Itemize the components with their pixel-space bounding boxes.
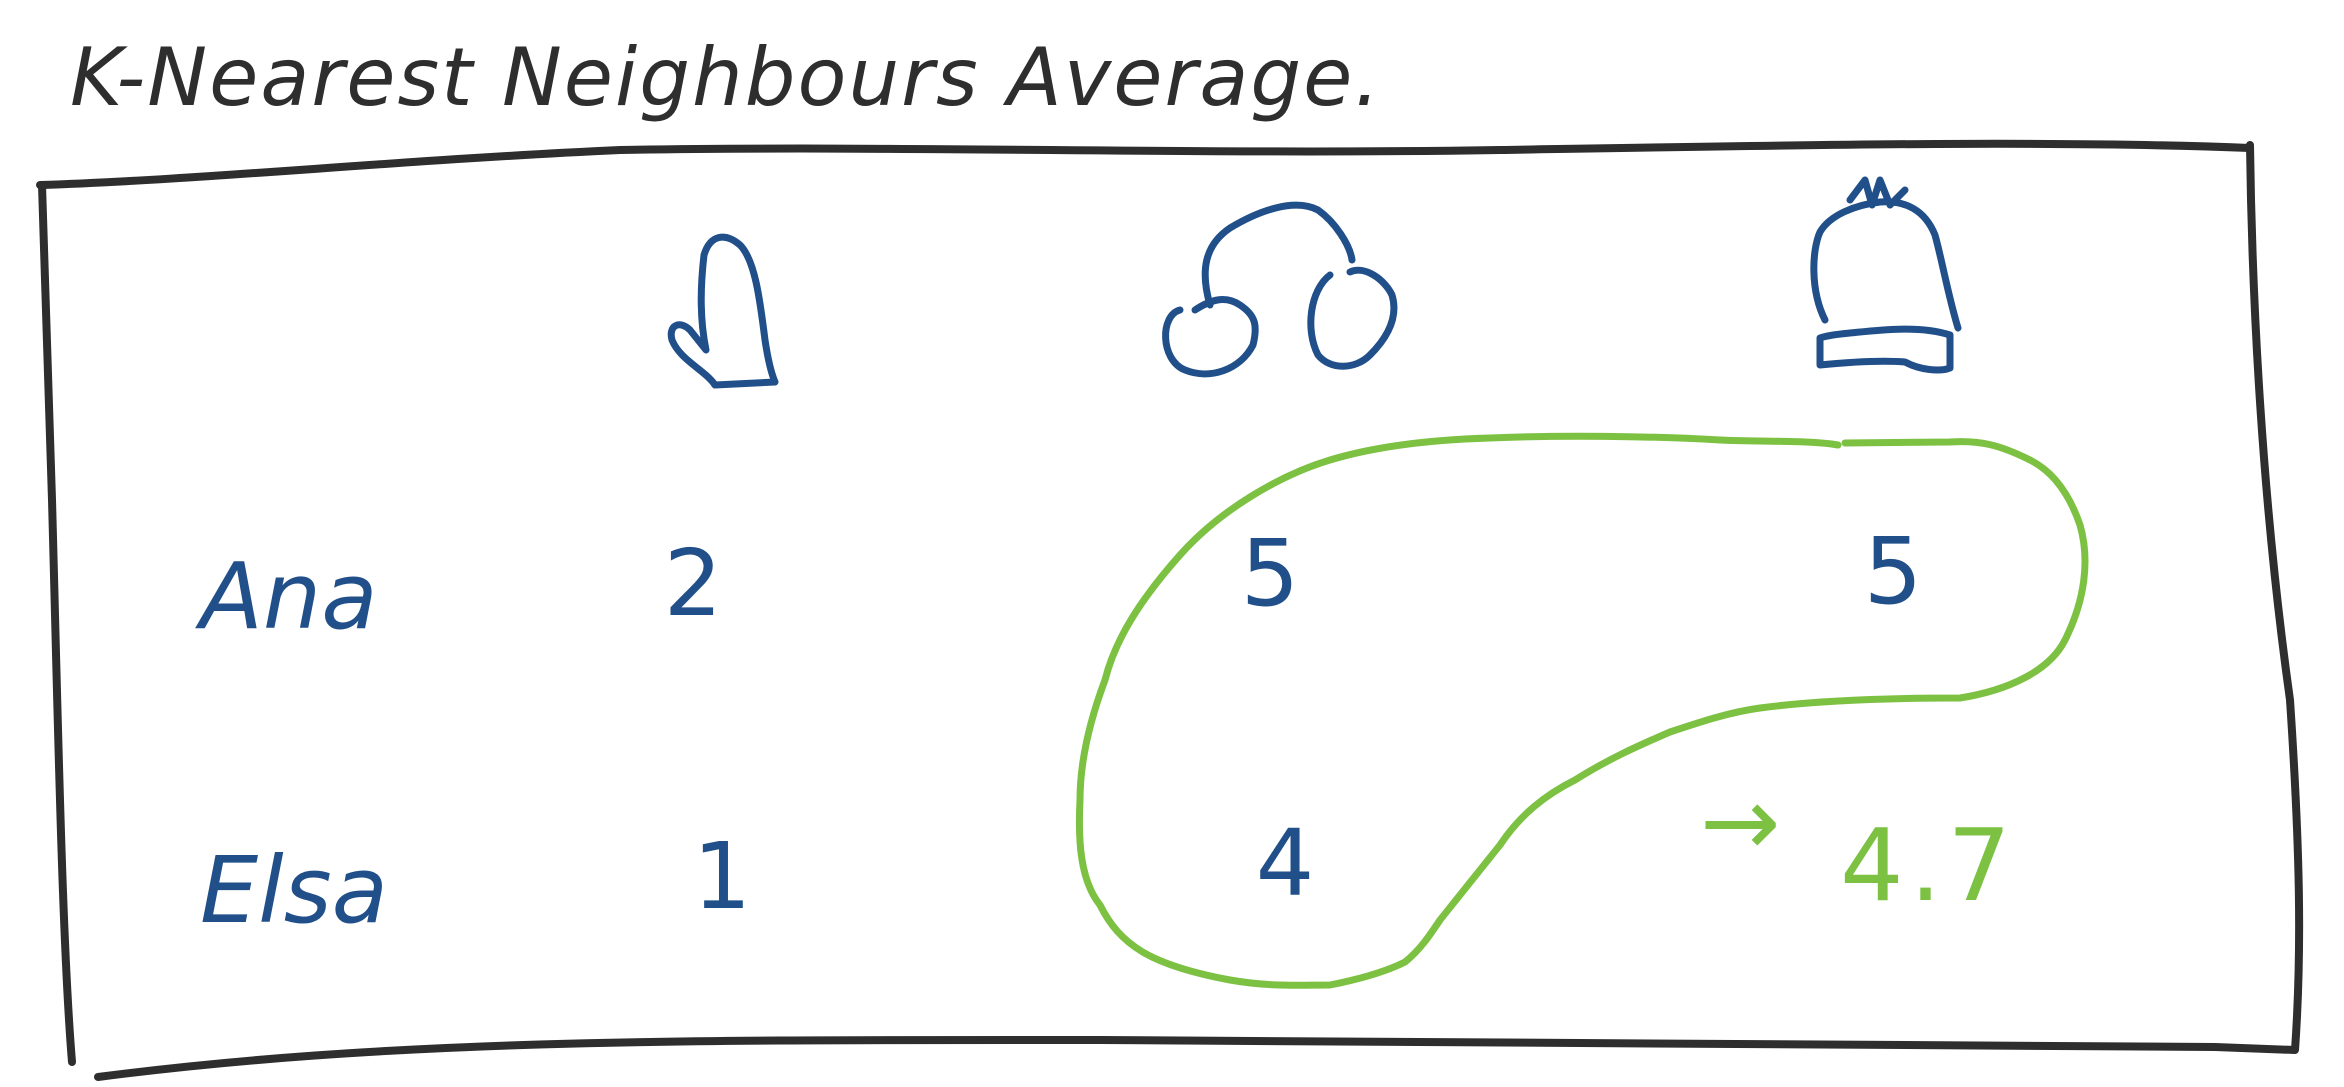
cell-elsa-boot: 1 bbox=[693, 823, 752, 930]
cell-ana-earmuffs: 5 bbox=[1241, 520, 1300, 627]
earmuffs-icon bbox=[1162, 201, 1398, 378]
row-label-elsa: Elsa bbox=[200, 837, 388, 944]
neighbours-group-outline bbox=[1075, 432, 2089, 989]
column-header-2 bbox=[1810, 176, 1962, 374]
row-label-ana: Ana bbox=[195, 543, 378, 650]
beanie-hat-icon bbox=[1810, 176, 1962, 374]
boot-icon bbox=[667, 233, 779, 389]
cell-ana-beanie: 5 bbox=[1864, 518, 1923, 625]
prediction-value: 4.7 bbox=[1840, 807, 2017, 924]
page-title: K-Nearest Neighbours Average. bbox=[70, 31, 1382, 124]
cell-ana-boot: 2 bbox=[664, 530, 723, 637]
prediction-arrow: → bbox=[1700, 766, 1780, 878]
table-frame bbox=[36, 139, 2304, 1081]
cell-elsa-earmuffs: 4 bbox=[1256, 810, 1315, 917]
column-header-1 bbox=[1162, 201, 1398, 378]
column-header-0 bbox=[667, 233, 779, 389]
